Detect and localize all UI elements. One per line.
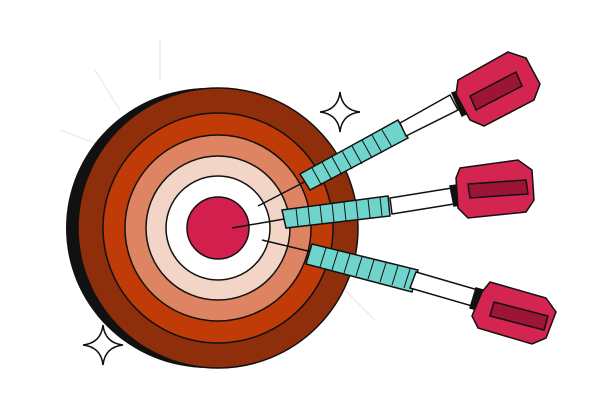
dart-shafts — [231, 177, 313, 253]
bullseye — [186, 196, 250, 260]
dart-icon — [298, 51, 541, 191]
sparkle-icon — [319, 91, 361, 133]
target-icon — [66, 87, 359, 369]
dart-icon — [281, 159, 535, 229]
dart-icon — [305, 243, 557, 345]
sparkle-icon — [82, 324, 124, 366]
